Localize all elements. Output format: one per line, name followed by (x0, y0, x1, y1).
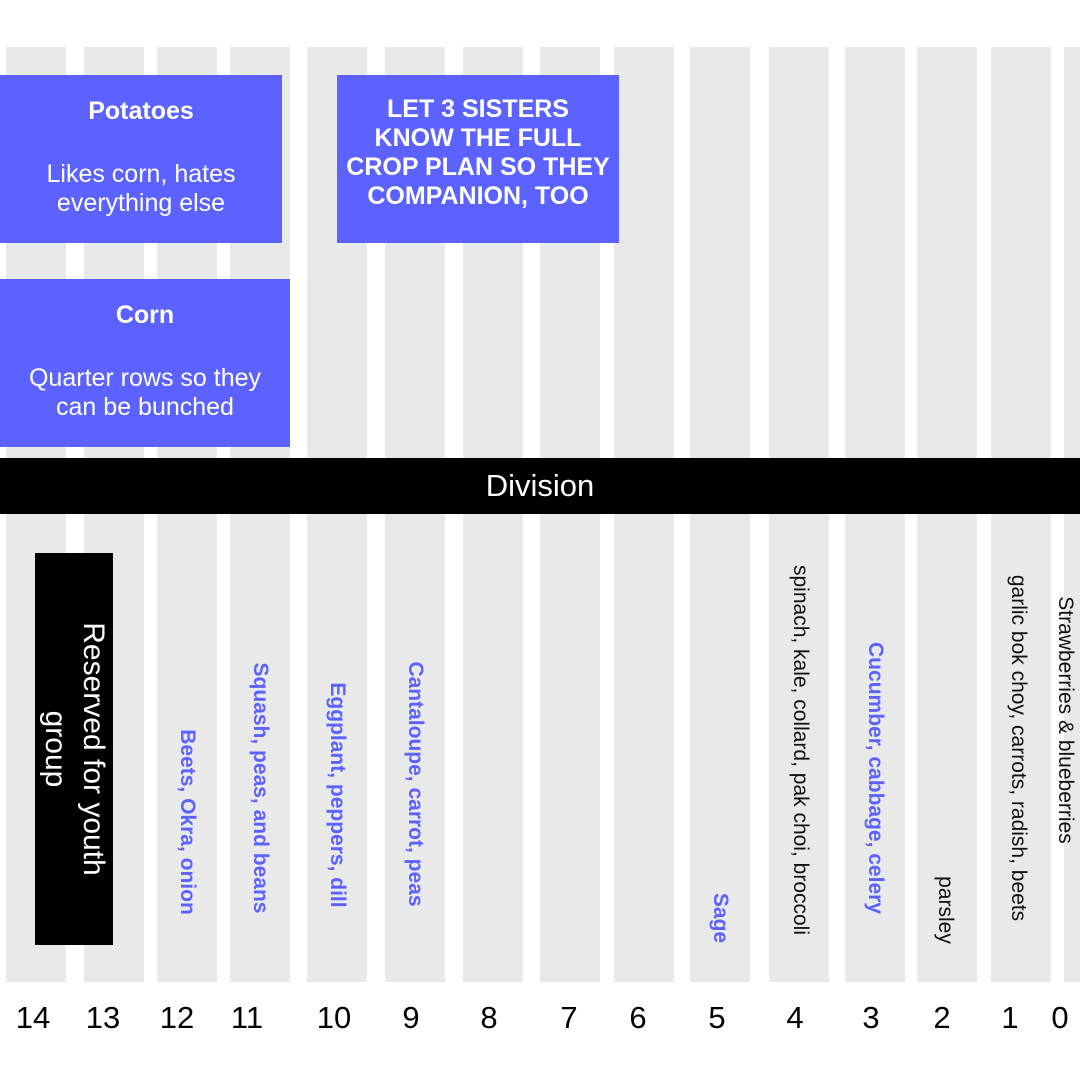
row-number: 14 (15, 1000, 51, 1035)
row-number: 11 (230, 1000, 264, 1035)
bed-label-1: garlic bok choy, carrots, radish, beets (1007, 574, 1030, 922)
reserved-label: Reserved for youth group (39, 622, 110, 876)
row-number: 12 (159, 1000, 195, 1035)
division-label: Division (485, 468, 595, 503)
bed-label-4: spinach, kale, collard, pak choi, brocco… (789, 564, 812, 936)
bed-label-9: Cantaloupe, carrot, peas (404, 661, 427, 907)
division-bar: Division (0, 458, 1080, 514)
note-text: LET 3 SISTERS KNOW THE FULL CROP PLAN SO… (346, 95, 610, 210)
row-number: 1 (1001, 1000, 1019, 1035)
bed-strip (614, 47, 674, 982)
note-card: LET 3 SISTERS KNOW THE FULL CROP PLAN SO… (337, 75, 619, 243)
row-number: 4 (786, 1000, 804, 1035)
bed-label-10: Eggplant, peppers, dill (326, 682, 349, 908)
bed-label-5: Sage (709, 892, 732, 944)
potatoes-card: Potatoes Likes corn, hates everything el… (0, 75, 282, 243)
row-number: 13 (85, 1000, 121, 1035)
bed-strip (1064, 47, 1080, 982)
row-number: 0 (1051, 1000, 1069, 1035)
row-number: 5 (708, 1000, 726, 1035)
bed-strip (690, 47, 750, 982)
bed-strip (917, 47, 977, 982)
row-number: 8 (480, 1000, 498, 1035)
row-number: 3 (862, 1000, 880, 1035)
reserved-block: Reserved for youth group (35, 553, 113, 945)
row-number: 2 (933, 1000, 951, 1035)
row-number: 7 (560, 1000, 578, 1035)
bed-label-12: Beets, Okra, onion (176, 729, 199, 915)
bed-label-0: Strawberries & blueberries (1054, 596, 1077, 844)
row-number: 9 (402, 1000, 420, 1035)
row-number: 10 (316, 1000, 352, 1035)
corn-card: Corn Quarter rows so they can be bunched (0, 279, 290, 447)
row-number: 6 (629, 1000, 647, 1035)
bed-label-2: parsley (934, 876, 957, 944)
bed-label-11: Squash, peas, and beans (249, 662, 272, 914)
potatoes-title: Potatoes (88, 97, 194, 125)
corn-title: Corn (115, 301, 175, 329)
bed-strip (769, 47, 829, 982)
corn-body: Quarter rows so they can be bunched (28, 364, 262, 421)
potatoes-body: Likes corn, hates everything else (46, 160, 236, 217)
bed-strip (991, 47, 1051, 982)
bed-strip (845, 47, 905, 982)
bed-label-3: Cucumber, cabbage, celery (864, 642, 887, 914)
